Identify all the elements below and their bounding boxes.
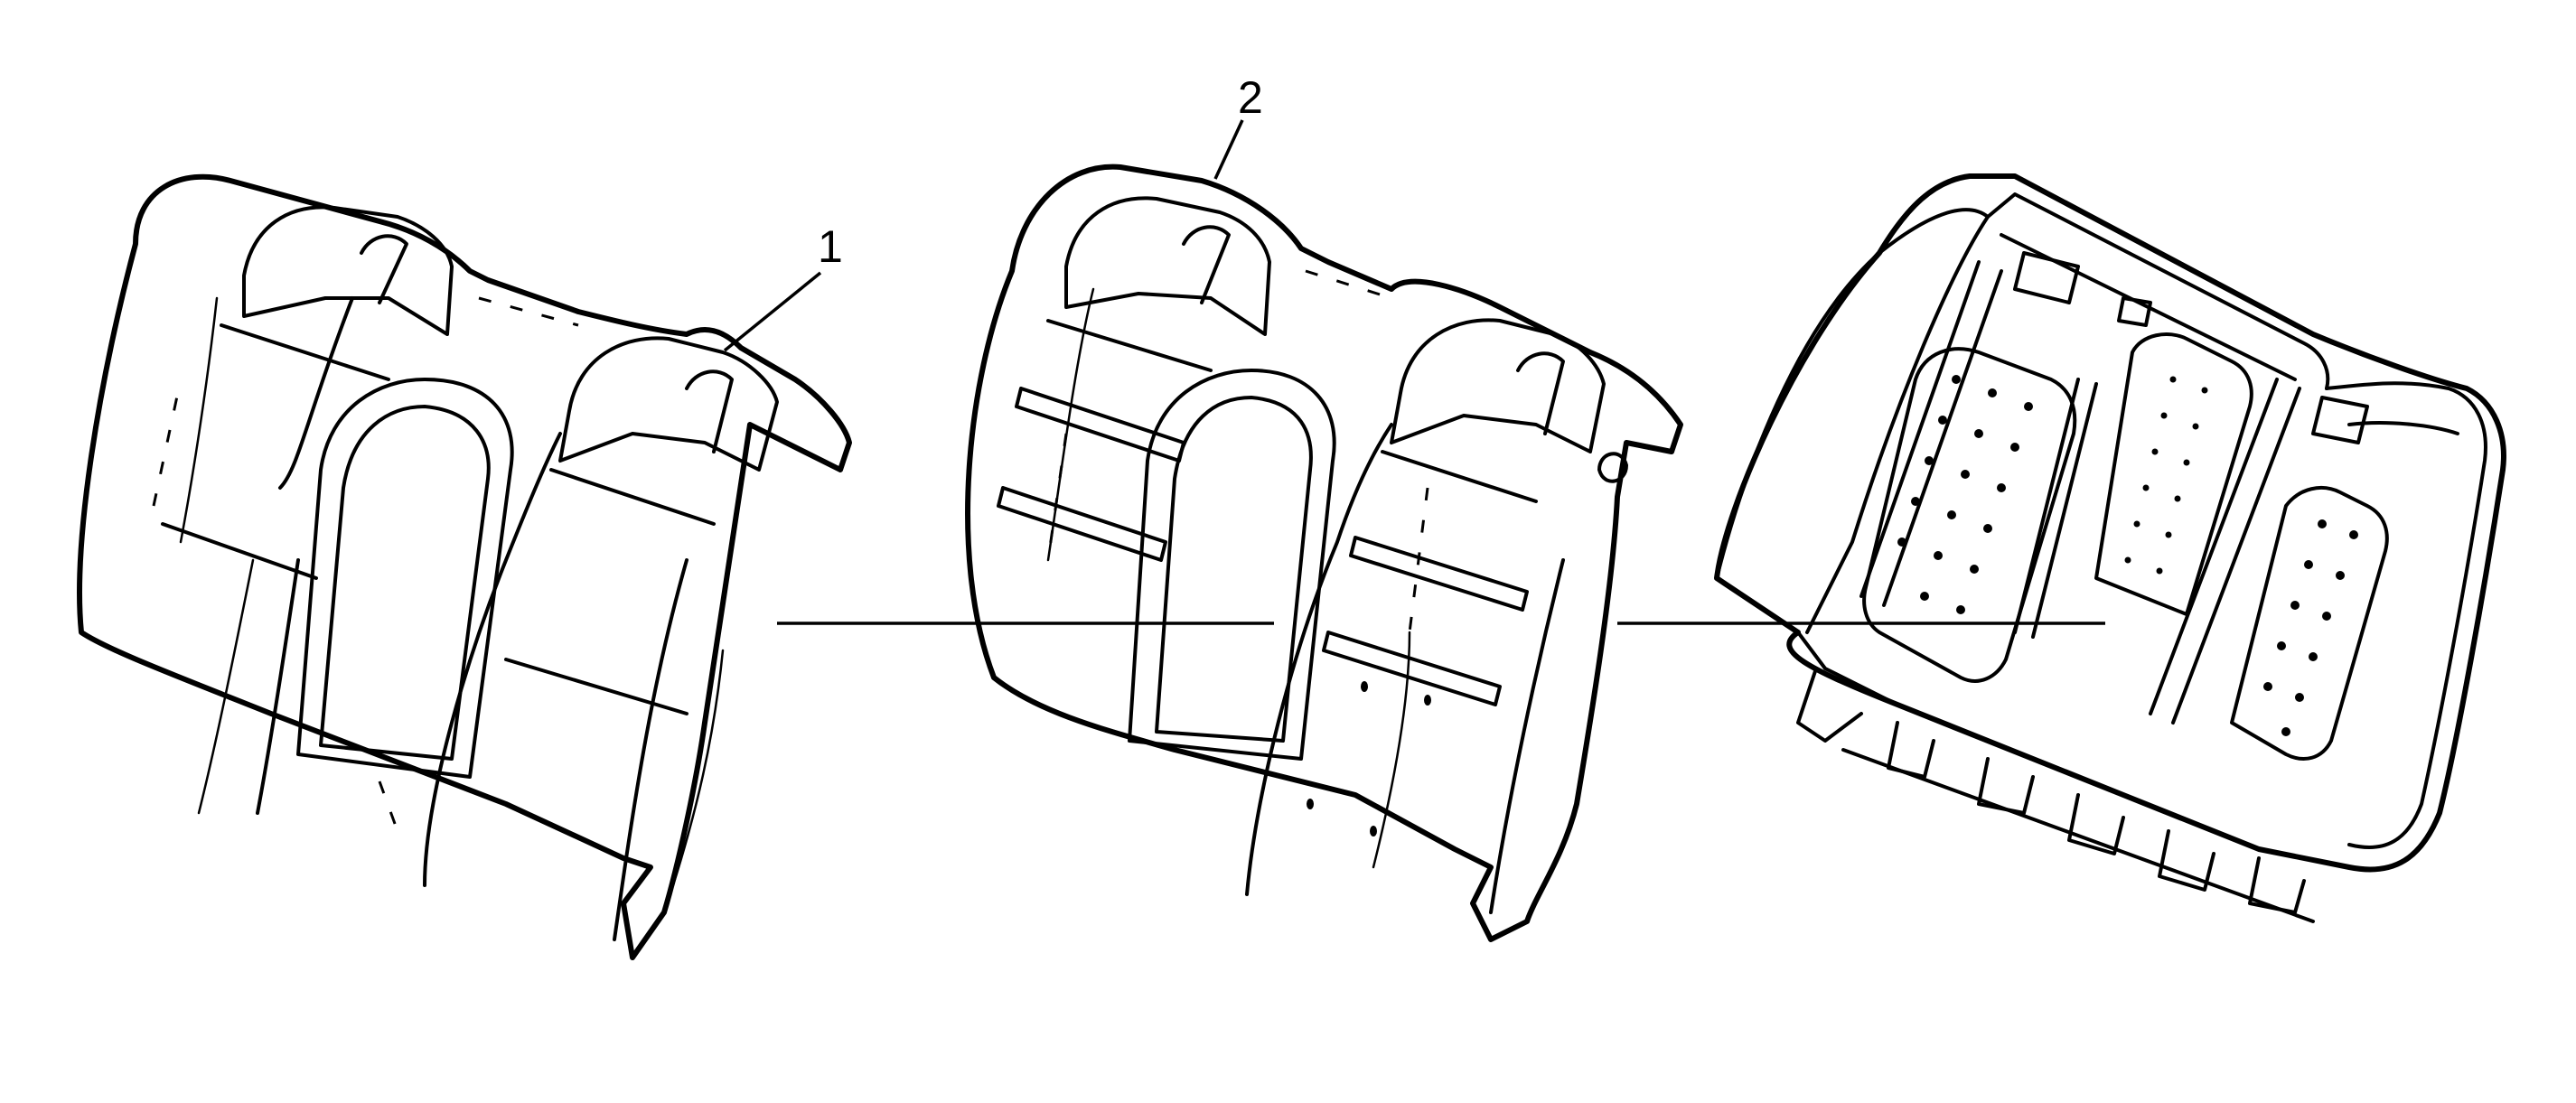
callout-2: 2 [1213, 72, 1263, 180]
callout-2-leader [1213, 119, 1244, 180]
seatback-cover-outer [77, 173, 852, 960]
perforation-holes [1897, 375, 2358, 736]
callout-1: 1 [723, 221, 843, 352]
callout-2-label: 2 [1238, 72, 1263, 123]
seatback-frame [1714, 173, 2506, 923]
callout-1-leader [723, 271, 822, 352]
seatback-pad [965, 164, 1683, 942]
callout-1-label: 1 [818, 221, 843, 272]
